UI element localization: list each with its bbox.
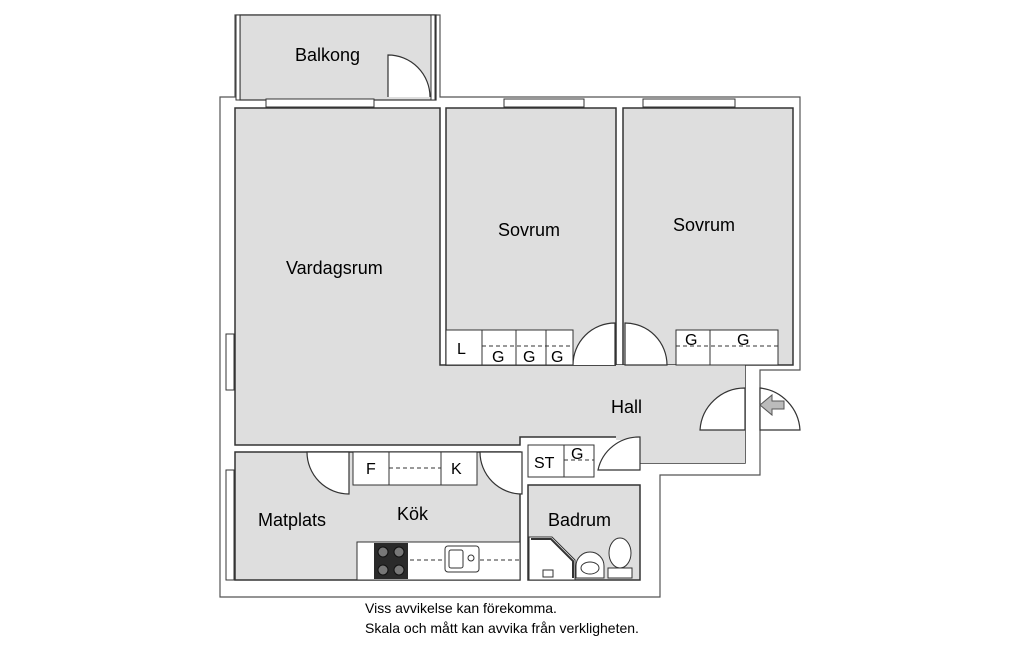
balcony-rail	[235, 14, 241, 101]
toilet-icon	[608, 537, 632, 569]
hall-storage	[527, 444, 595, 478]
fixture-label-wardrobe: G	[551, 349, 563, 366]
fixture-label-wardrobe: G	[523, 349, 535, 366]
disclaimer-line-1: Viss avvikelse kan förekomma.	[365, 600, 557, 616]
stove-burners	[377, 546, 405, 576]
bedroom1-floor	[445, 107, 617, 366]
sink-tap	[467, 554, 475, 562]
room-label-living: Vardagsrum	[286, 258, 383, 278]
fixture-label-wardrobe: G	[685, 332, 697, 349]
fixture-label-storage: ST	[534, 455, 555, 472]
room-label-kitchen: Kök	[397, 504, 429, 524]
fixture-label-wardrobe: G	[737, 332, 749, 349]
bedroom2-wardrobes	[675, 329, 779, 366]
shower-icon	[528, 536, 576, 581]
sink-basin	[448, 549, 464, 569]
room-label-bathroom: Badrum	[548, 510, 611, 530]
entrance-arrow-icon	[759, 393, 785, 417]
fixture-label-linen: L	[457, 341, 466, 358]
washbasin-bowl	[580, 561, 600, 575]
fixture-label-wardrobe: G	[492, 349, 504, 366]
toilet-tank	[607, 567, 633, 579]
fixture-label-freezer: F	[366, 461, 376, 478]
room-label-dining: Matplats	[258, 510, 326, 530]
room-label-balcony: Balkong	[295, 45, 360, 65]
fixture-label-fridge: K	[451, 461, 462, 478]
balcony-rail	[430, 14, 436, 101]
windows	[225, 98, 736, 581]
hall-floor	[520, 365, 745, 463]
room-label-hall: Hall	[611, 397, 642, 417]
shower-mixer-icon	[542, 569, 554, 578]
outer-wall	[219, 14, 801, 598]
shower-diagonal	[531, 538, 574, 578]
fixture-label-wardrobe: G	[571, 446, 583, 463]
disclaimer-line-2: Skala och mått kan avvika från verklighe…	[365, 620, 639, 636]
bedroom1-wardrobes	[445, 329, 574, 366]
bedroom2-floor	[622, 107, 794, 366]
room-label-bedroom2: Sovrum	[673, 215, 735, 235]
room-label-bedroom1: Sovrum	[498, 220, 560, 240]
